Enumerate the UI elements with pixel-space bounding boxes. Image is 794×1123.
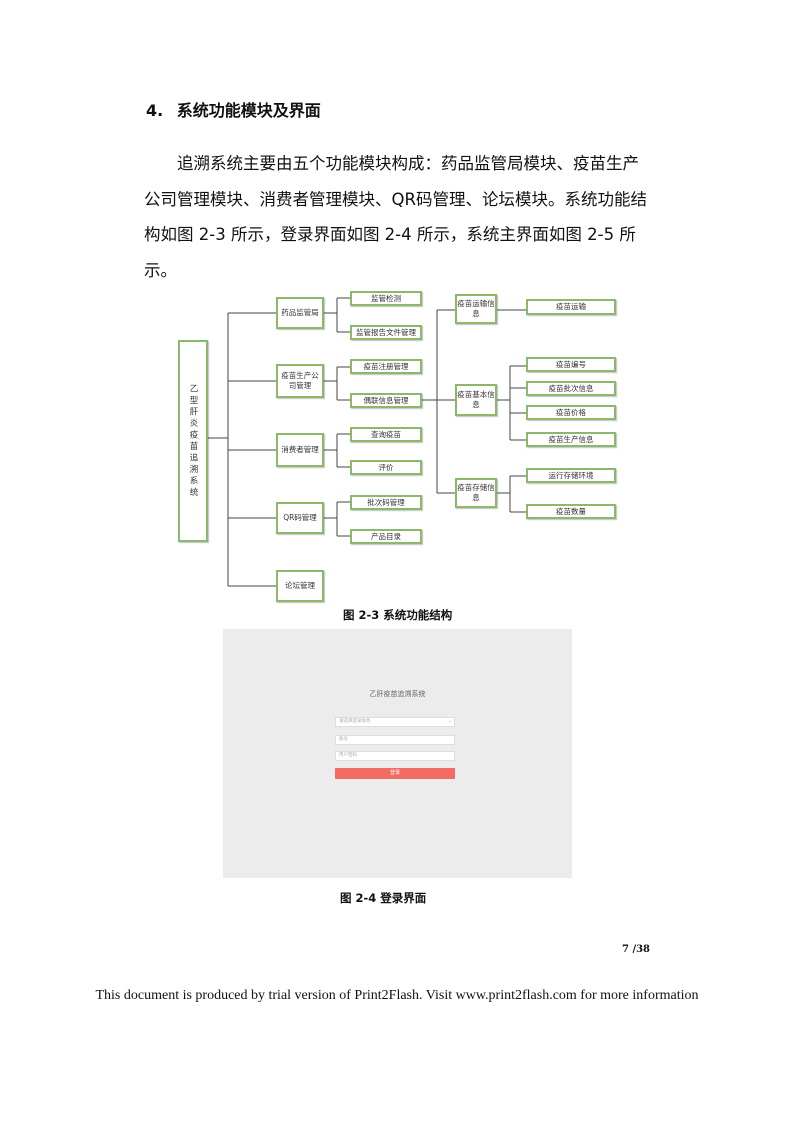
diagram-root-node: 乙型肝炎疫苗追溯系统	[178, 340, 208, 542]
info-node: 疫苗运输信息	[455, 294, 497, 324]
paragraph-line: 构如图 2-3 所示，登录界面如图 2-4 所示，系统主界面如图 2-5 所	[144, 225, 636, 244]
section-title: 系统功能模块及界面	[176, 101, 321, 120]
section-heading: 4. 系统功能模块及界面	[146, 97, 321, 121]
module-node: 消费者管理	[276, 433, 324, 467]
module-node: 药品监管局	[276, 297, 324, 329]
role-select-placeholder: 请选择登录角色	[339, 719, 371, 724]
module-node: QR码管理	[276, 502, 324, 534]
role-select[interactable]: 请选择登录角色 ⌄	[335, 717, 455, 727]
info-node: 疫苗基本信息	[455, 384, 497, 416]
submodule-node: 评价	[350, 460, 422, 475]
detail-node: 疫苗生产信息	[526, 432, 616, 447]
section-number: 4.	[146, 101, 164, 120]
figure-caption: 图 2-3 系统功能结构	[343, 608, 453, 622]
login-button[interactable]: 登录	[335, 768, 455, 779]
login-title: 乙肝疫苗追溯系统	[369, 690, 426, 698]
detail-node: 疫苗批次信息	[526, 381, 616, 396]
info-node: 疫苗存储信息	[455, 478, 497, 508]
detail-node: 疫苗价格	[526, 405, 616, 420]
system-structure-diagram: 乙型肝炎疫苗追溯系统 药品监管局 疫苗生产公司管理 消费者管理 QR码管理 论坛…	[170, 288, 630, 606]
account-field[interactable]: 账号	[335, 735, 455, 745]
diagram-connectors	[207, 297, 526, 587]
submodule-node: 疫苗注册管理	[350, 359, 422, 374]
trial-footer: This document is produced by trial versi…	[95, 988, 699, 1003]
submodule-node: 偶联信息管理	[350, 393, 422, 408]
chevron-down-icon: ⌄	[448, 719, 452, 724]
submodule-node: 监管报告文件管理	[350, 325, 422, 340]
detail-node: 运行存储环境	[526, 468, 616, 483]
submodule-node: 监管检测	[350, 291, 422, 306]
detail-node: 疫苗编号	[526, 357, 616, 372]
module-node: 疫苗生产公司管理	[276, 364, 324, 398]
module-node: 论坛管理	[276, 570, 324, 602]
figure-caption: 图 2-4 登录界面	[340, 891, 427, 905]
paragraph-line: 示。	[144, 260, 177, 280]
detail-node: 疫苗数量	[526, 504, 616, 519]
paragraph-line: 追溯系统主要由五个功能模块构成：药品监管局模块、疫苗生产	[177, 154, 639, 173]
submodule-node: 产品目录	[350, 529, 422, 544]
paragraph-line: 公司管理模块、消费者管理模块、QR码管理、论坛模块。系统功能结	[144, 189, 647, 209]
submodule-node: 查询疫苗	[350, 427, 422, 442]
page-number: 7 /38	[622, 944, 651, 955]
body-paragraph: 追溯系统主要由五个功能模块构成：药品监管局模块、疫苗生产 公司管理模块、消费者管…	[144, 146, 660, 288]
password-field[interactable]: 用户密码	[335, 751, 455, 761]
detail-node: 疫苗运输	[526, 299, 616, 315]
submodule-node: 批次码管理	[350, 495, 422, 510]
login-screenshot: 乙肝疫苗追溯系统 请选择登录角色 ⌄ 账号 用户密码 登录	[223, 629, 572, 878]
